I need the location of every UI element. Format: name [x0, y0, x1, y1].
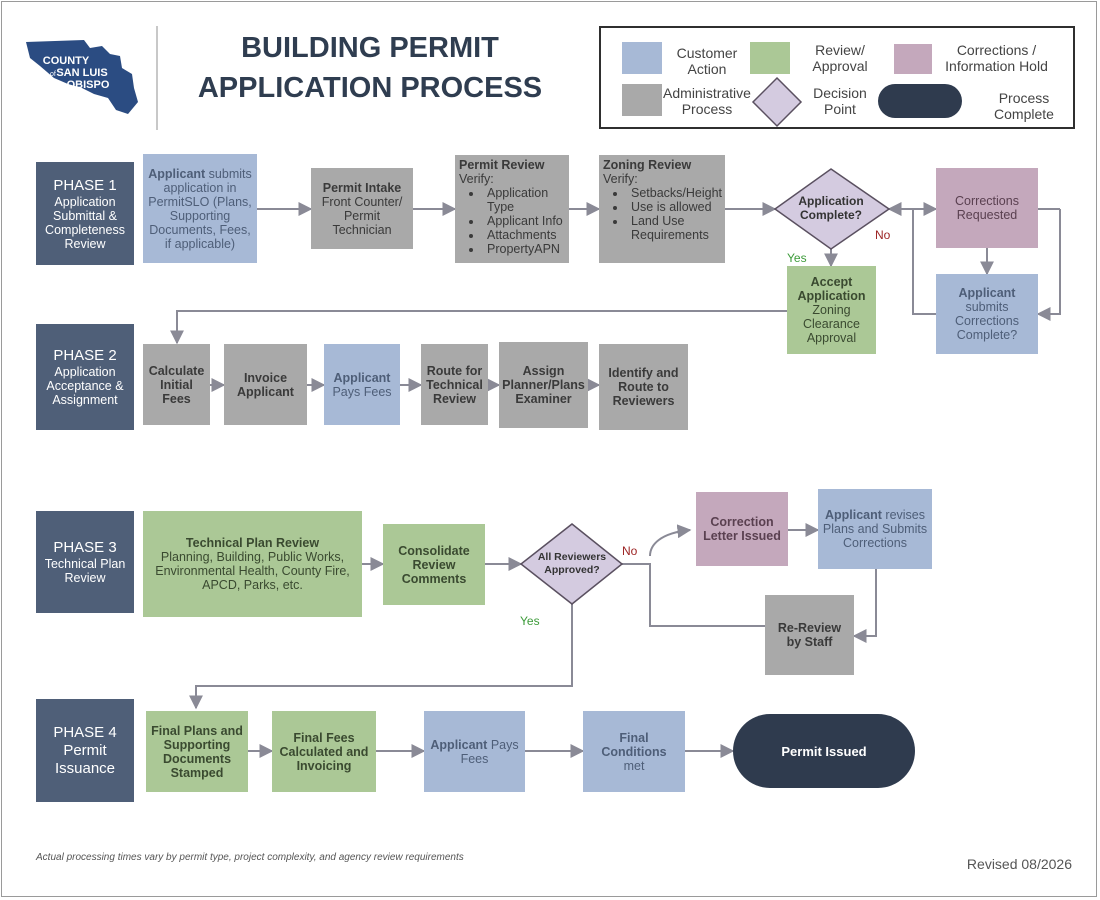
legend-swatch-review [750, 42, 790, 74]
logo-line1: COUNTY [43, 55, 90, 67]
footnote: Actual processing times vary by permit t… [36, 852, 464, 863]
legend-swatch-admin [622, 84, 662, 116]
legend-swatch-complete [878, 84, 962, 118]
list-item: Application Type [483, 186, 565, 214]
logo-line2: SAN LUIS [56, 67, 107, 79]
phase3-consolidate-comments: Consolidate Review Comments [383, 524, 485, 605]
phase3-yes-label: Yes [520, 614, 540, 628]
logo-of: of [50, 71, 56, 78]
legend-swatch-corrections [894, 44, 932, 74]
phase2-calculate-fees: Calculate Initial Fees [143, 344, 210, 425]
phase3-label: PHASE 3 Technical Plan Review [36, 511, 134, 613]
phase2-assign-planner: Assign Planner/Plans Examiner [499, 342, 588, 428]
title-line2: APPLICATION PROCESS [197, 72, 543, 104]
phase1-corrections-requested: Corrections Requested [936, 168, 1038, 248]
list-item: Applicant Info [483, 214, 565, 228]
phase4-final-plans-stamped: Final Plans and Supporting Documents Sta… [146, 711, 248, 792]
permit-review-list: Application Type Applicant Info Attachme… [459, 186, 565, 256]
zoning-review-list: Setbacks/Height Use is allowed Land Use … [603, 186, 722, 242]
phase3-applicant-revises: Applicant revises Plans and Submits Corr… [818, 489, 932, 569]
phase2-label: PHASE 2 Application Acceptance & Assignm… [36, 324, 134, 430]
decision-application-complete [773, 168, 891, 250]
list-item: PropertyAPN [483, 242, 565, 256]
phase4-label: PHASE 4 Permit Issuance [36, 699, 134, 802]
list-item: Use is allowed [627, 200, 722, 214]
phase2-route-technical-review: Route for Technical Review [421, 344, 488, 425]
phase3-correction-letter: Correction Letter Issued [696, 492, 788, 566]
phase1-accept-application: Accept Application Zoning Clearance Appr… [787, 266, 876, 354]
phase3-technical-plan-review: Technical Plan Review Planning, Building… [143, 511, 362, 617]
phase2-applicant-pays: Applicant Pays Fees [324, 344, 400, 425]
phase1-zoning-review: Zoning Review Verify: Setbacks/Height Us… [599, 155, 725, 263]
county-logo: COUNTY of SAN LUIS OBISPO [26, 40, 138, 114]
phase1-applicant-submits: Applicant submits application in PermitS… [143, 154, 257, 263]
phase1-permit-intake: Permit Intake Front Counter/ Permit Tech… [311, 168, 413, 249]
legend-swatch-decision [751, 76, 803, 128]
decision-all-reviewers-approved-label: All Reviewers Approved? [537, 551, 607, 576]
phase4-final-fees: Final Fees Calculated and Invoicing [272, 711, 376, 792]
phase4-final-conditions: Final Conditions met [583, 711, 685, 792]
legend-swatch-customer [622, 42, 662, 74]
legend-complete-label: Process Complete [994, 90, 1054, 122]
phase4-permit-issued: Permit Issued [733, 714, 915, 788]
revised-date: Revised 08/2026 [966, 856, 1072, 872]
list-item: Land Use Requirements [627, 214, 722, 242]
header-divider [156, 26, 158, 130]
phase1-yes-label: Yes [787, 251, 807, 265]
phase3-no-label: No [622, 544, 638, 558]
phase2-identify-reviewers: Identify and Route to Reviewers [599, 344, 688, 430]
legend-review-label: Review/Approval [812, 42, 868, 74]
decision-application-complete-label: Application Complete? [798, 194, 864, 222]
phase2-invoice-applicant: Invoice Applicant [224, 344, 307, 425]
phase1-permit-review: Permit Review Verify: Application Type A… [455, 155, 569, 263]
list-item: Setbacks/Height [627, 186, 722, 200]
title-line1: BUILDING PERMIT [241, 32, 499, 64]
phase1-no-label: No [875, 228, 891, 242]
phase4-applicant-pays: Applicant Pays Fees [424, 711, 525, 792]
phase1-label: PHASE 1 Application Submittal & Complete… [36, 162, 134, 265]
decision-all-reviewers-approved [519, 523, 624, 605]
logo-line3: OBISPO [67, 79, 110, 91]
legend-corrections-label: Corrections /Information Hold [945, 42, 1048, 74]
phase3-rereview: Re-Review by Staff [765, 595, 854, 675]
phase1-applicant-submits-corrections: Applicant submits Corrections Complete? [936, 274, 1038, 354]
page-title: BUILDING PERMIT APPLICATION PROCESS [170, 28, 570, 108]
list-item: Attachments [483, 228, 565, 242]
